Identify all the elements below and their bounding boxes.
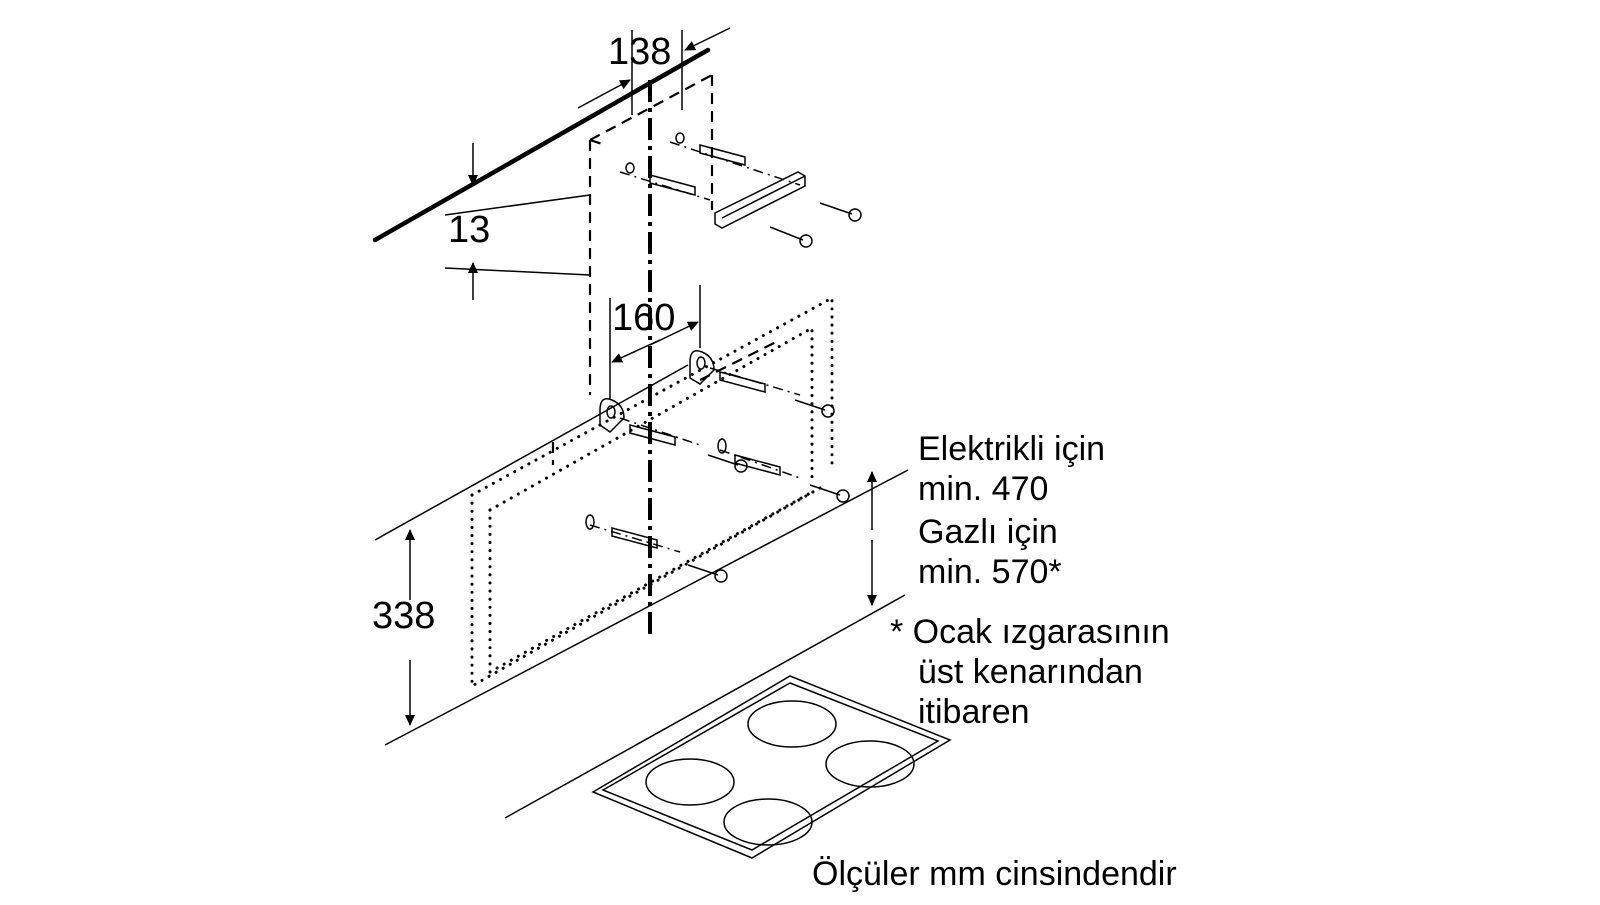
lower-screws [687, 399, 850, 583]
hood-dashed-outline [551, 339, 781, 465]
dim-338-label: 338 [372, 595, 435, 637]
upper-chimney-outline [588, 74, 714, 395]
footnote-line2: üst kenarından [918, 653, 1143, 691]
dimension-13: 13 [444, 143, 591, 300]
dimension-338: 338 [372, 529, 435, 726]
hood-bottom-lower-line [384, 469, 909, 746]
dimension-138: 138 [577, 27, 731, 115]
ceiling-line [372, 47, 711, 243]
clearance-notes: Elektrikli için min. 470 Gazlı için min.… [890, 430, 1170, 731]
hood-dotted-outline [470, 295, 834, 689]
upper-screws [769, 202, 862, 248]
gas-label: Gazlı için [918, 513, 1058, 551]
electric-value: min. 470 [918, 470, 1048, 508]
upper-bracket [714, 171, 806, 229]
gas-value: min. 570* [918, 553, 1062, 591]
dim-160-label: 160 [612, 297, 675, 339]
dimension-160: 160 [609, 285, 701, 400]
units-note: Ölçüler mm cinsindendir [812, 855, 1177, 893]
dim-138-label: 138 [608, 31, 671, 73]
upper-anchors [619, 132, 801, 201]
lower-brackets [599, 350, 715, 433]
lower-anchors [585, 367, 801, 553]
footnote-line1: * Ocak ızgarasının [890, 613, 1170, 651]
cooktop [504, 594, 952, 859]
hood-bottom-upper-line [374, 364, 689, 541]
dim-13-label: 13 [448, 209, 490, 251]
footnote-line3: itibaren [918, 693, 1030, 731]
electric-label: Elektrikli için [918, 430, 1105, 468]
